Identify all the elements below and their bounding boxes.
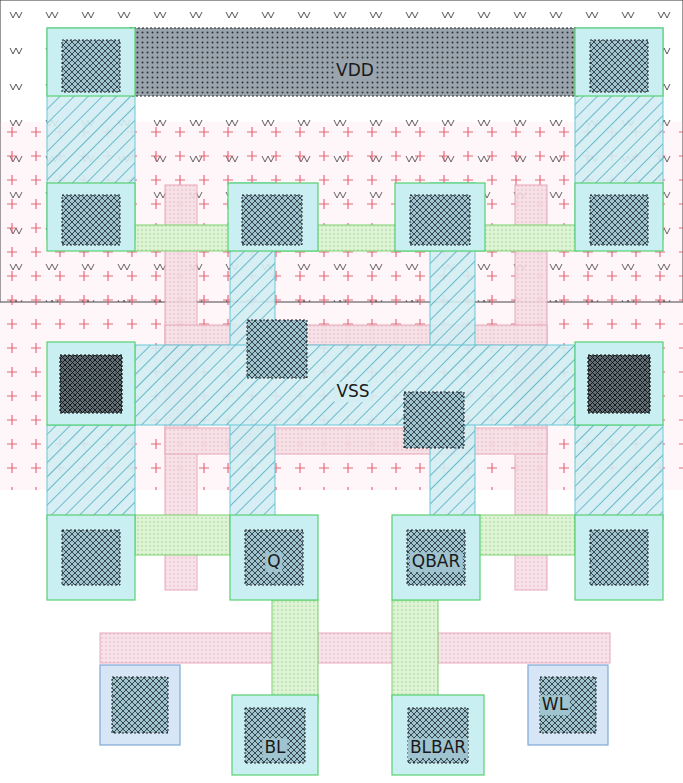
bitline-label: BLBAR (408, 738, 468, 758)
poly-layer (100, 185, 610, 663)
node-label: Q (265, 552, 282, 572)
wordline-label: WL (540, 695, 570, 715)
node-label: QBAR (410, 552, 463, 572)
contact-group (47, 28, 663, 775)
vdd-rail (130, 28, 578, 96)
active-layer (132, 225, 578, 700)
bitline-label: BL (262, 738, 287, 758)
supply-net-label: VDD (334, 61, 376, 81)
metal-layer (47, 28, 663, 523)
ground-net-label: VSS (334, 382, 371, 402)
